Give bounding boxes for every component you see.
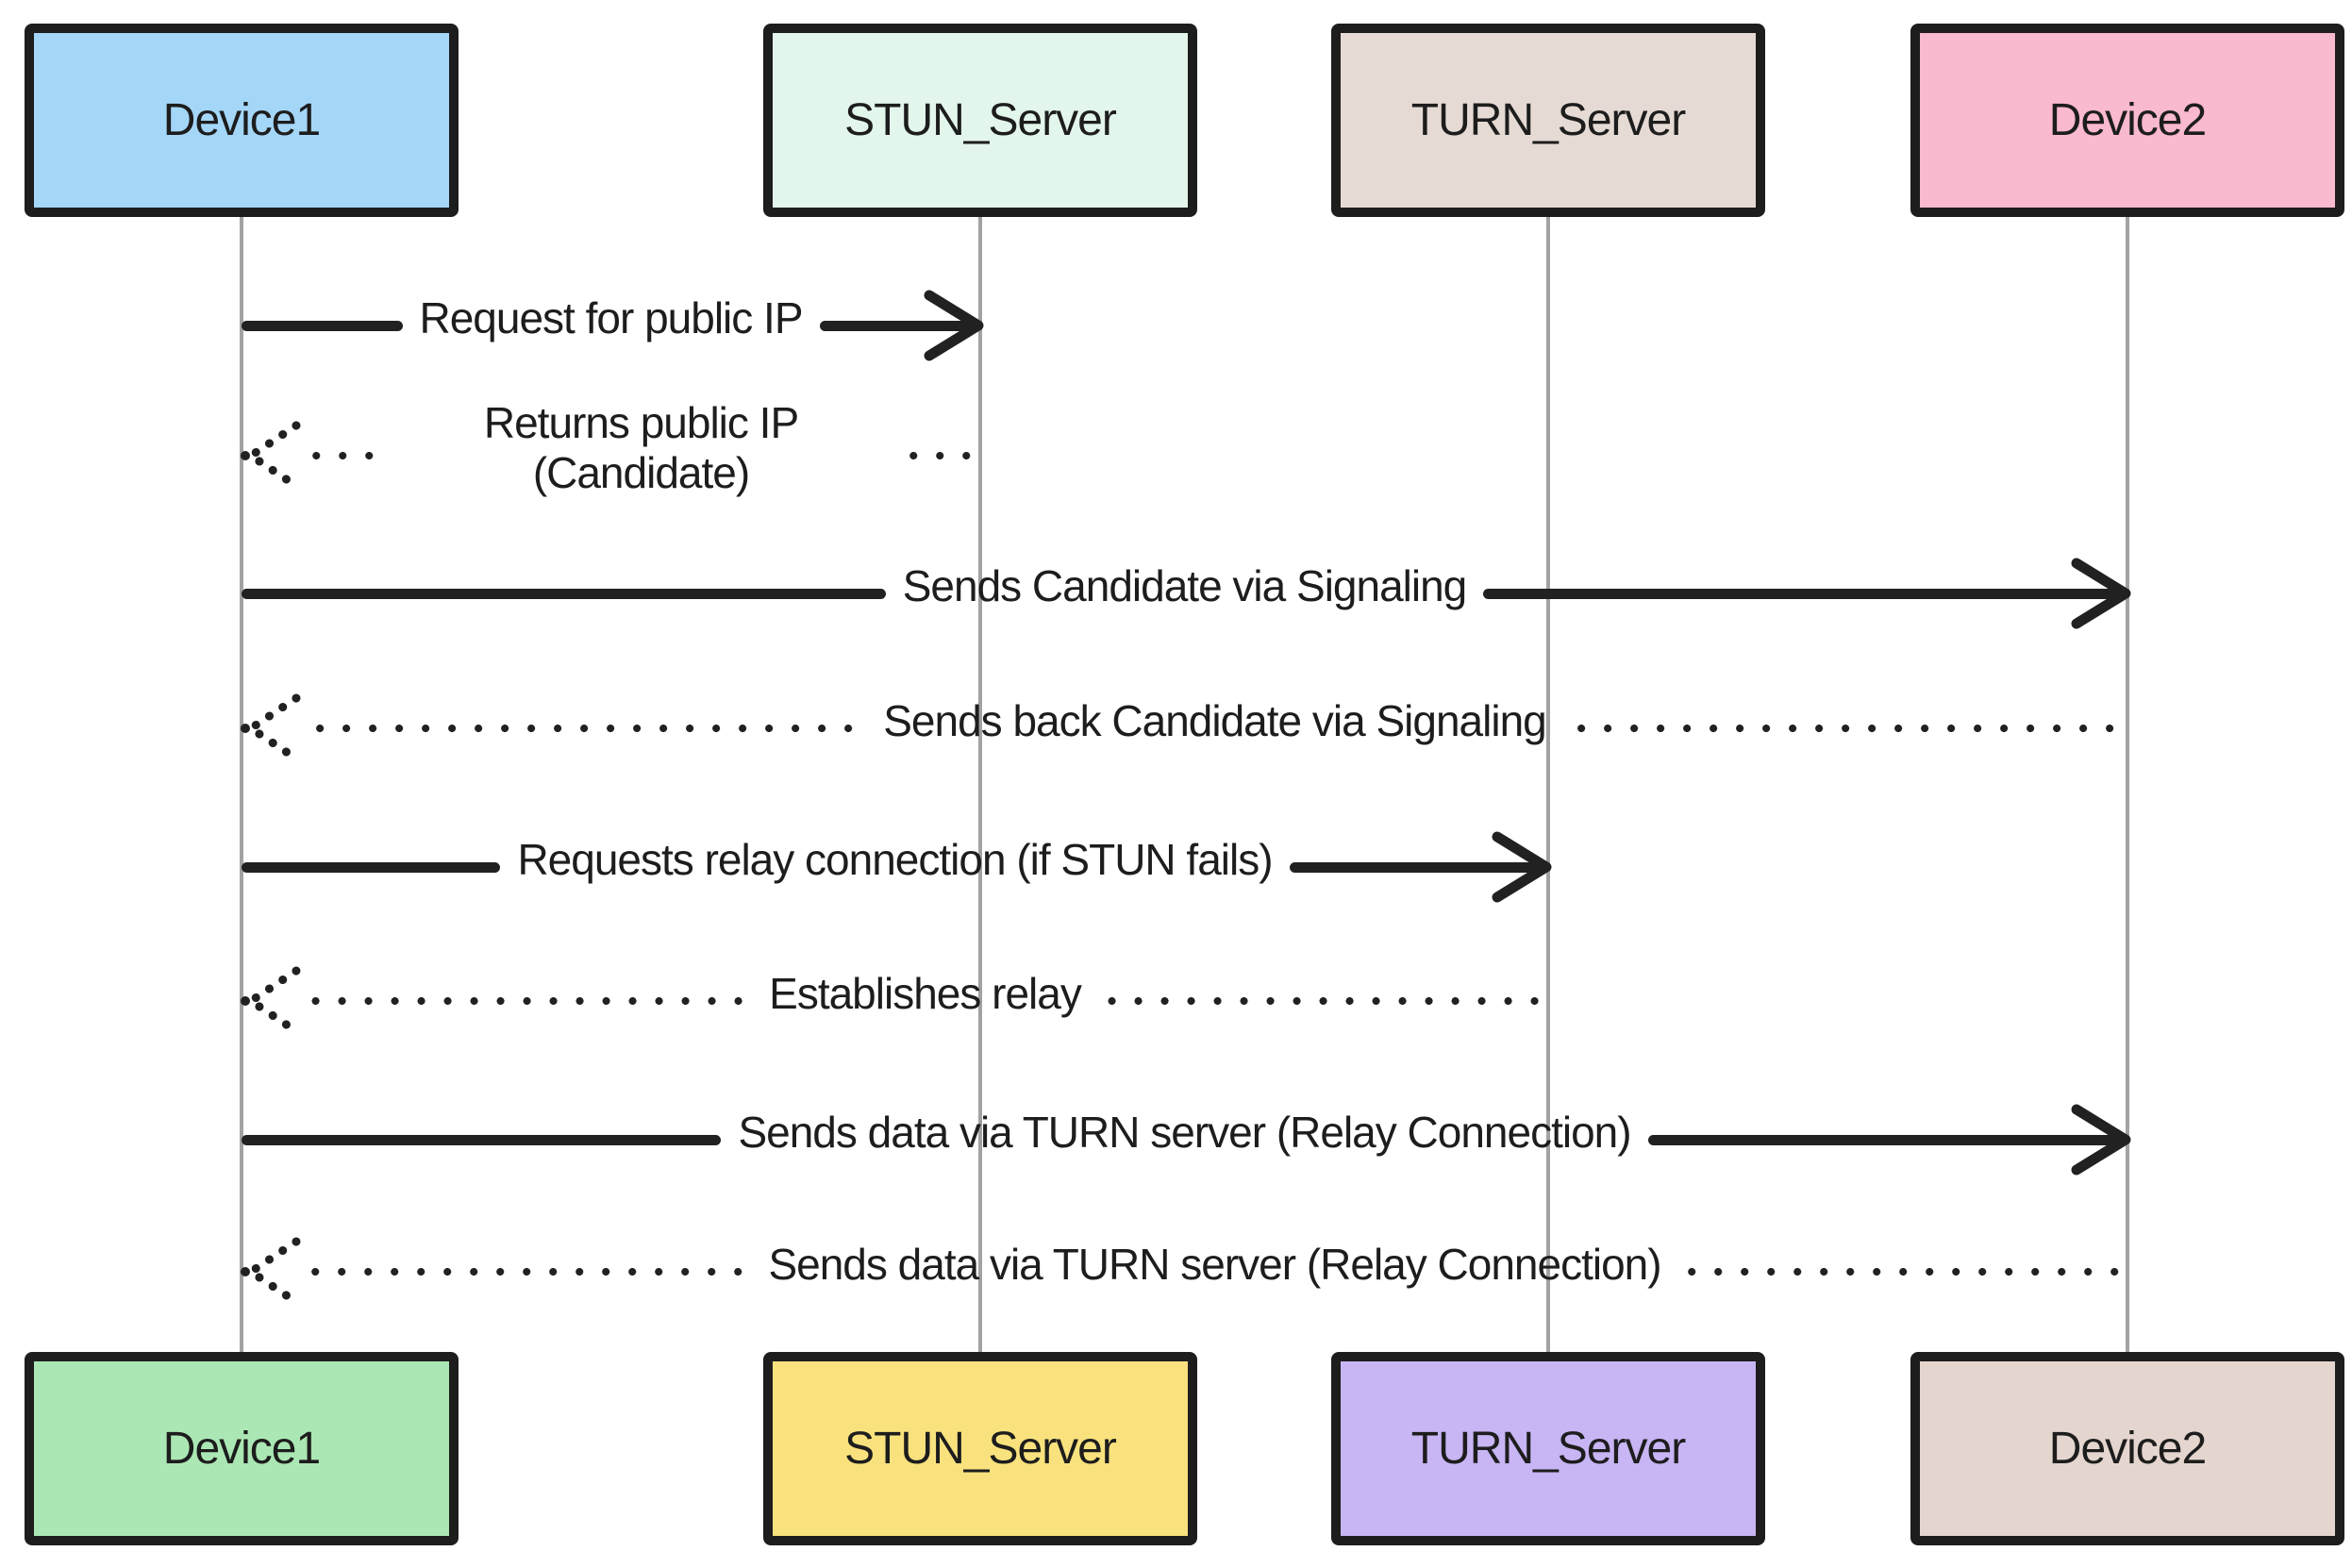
message-label: Establishes relay	[769, 968, 1082, 1018]
arrowhead-right-icon	[1492, 831, 1552, 903]
message-line	[1677, 1266, 2128, 1277]
message-sends-candidate-via-signaling: Sends Candidate via Signaling	[242, 537, 2131, 650]
message-line	[242, 861, 501, 873]
message-line	[819, 320, 981, 331]
arrowhead-left-dotted-icon	[241, 421, 301, 491]
message-label: Sends Candidate via Signaling	[902, 560, 1468, 610]
message-requests-relay-connection: Requests relay connection (if STUN fails…	[242, 810, 1552, 924]
message-line	[242, 588, 886, 599]
message-label: Requests relay connection (if STUN fails…	[517, 834, 1273, 884]
actor-stun-server-top: STUN_Server	[763, 24, 1197, 217]
arrowhead-right-icon	[2071, 1104, 2131, 1176]
message-line	[302, 1266, 752, 1277]
actor-device2-top: Device2	[1910, 24, 2344, 217]
message-line	[1647, 1134, 2128, 1145]
actor-label: Device2	[2048, 95, 2207, 145]
actor-stun-server-bottom: STUN_Server	[763, 1352, 1197, 1545]
message-label: Request for public IP	[419, 292, 804, 342]
actor-device2-bottom: Device2	[1910, 1352, 2344, 1545]
actor-label: Device1	[162, 1424, 321, 1474]
actor-turn-server-top: TURN_Server	[1331, 24, 1765, 217]
actor-label: STUN_Server	[844, 95, 1117, 145]
message-label: Sends data via TURN server (Relay Connec…	[768, 1239, 1661, 1289]
actor-label: TURN_Server	[1410, 95, 1686, 145]
message-line	[1289, 861, 1549, 873]
lifeline-turn-server	[1546, 215, 1550, 1353]
message-label: Returns public IP (Candidate)	[483, 398, 799, 497]
lifeline-device1	[240, 215, 243, 1353]
actor-label: Device1	[162, 95, 321, 145]
message-establishes-relay: Establishes relay	[241, 944, 1548, 1058]
message-line	[1097, 995, 1548, 1007]
arrowhead-right-icon	[924, 290, 984, 361]
lifeline-stun-server	[978, 215, 982, 1353]
arrowhead-left-dotted-icon	[241, 693, 301, 763]
message-line	[1562, 723, 2127, 734]
actor-device1-top: Device1	[25, 24, 459, 217]
actor-label: STUN_Server	[844, 1424, 1117, 1474]
message-line	[242, 1134, 722, 1145]
actor-device1-bottom: Device1	[25, 1352, 459, 1545]
message-line	[302, 723, 867, 734]
message-line	[302, 450, 384, 461]
actor-turn-server-bottom: TURN_Server	[1331, 1352, 1765, 1545]
message-returns-public-ip: Returns public IP (Candidate)	[241, 398, 980, 512]
message-line	[898, 450, 980, 461]
actor-label: TURN_Server	[1410, 1424, 1686, 1474]
arrowhead-left-dotted-icon	[241, 1237, 301, 1307]
message-sends-back-candidate-via-signaling: Sends back Candidate via Signaling	[241, 672, 2127, 785]
message-line	[302, 995, 753, 1007]
message-label: Sends back Candidate via Signaling	[883, 695, 1546, 745]
arrowhead-left-dotted-icon	[241, 966, 301, 1036]
message-sends-data-via-turn-server: Sends data via TURN server (Relay Connec…	[242, 1083, 2131, 1196]
actor-label: Device2	[2048, 1424, 2207, 1474]
message-line	[1483, 588, 2127, 599]
lifeline-device2	[2126, 215, 2129, 1353]
message-request-for-public-ip: Request for public IP	[242, 269, 984, 382]
message-label: Sends data via TURN server (Relay Connec…	[738, 1107, 1631, 1157]
message-returns-data-via-turn-server: Sends data via TURN server (Relay Connec…	[241, 1215, 2128, 1328]
message-line	[242, 320, 403, 331]
arrowhead-right-icon	[2071, 558, 2131, 629]
